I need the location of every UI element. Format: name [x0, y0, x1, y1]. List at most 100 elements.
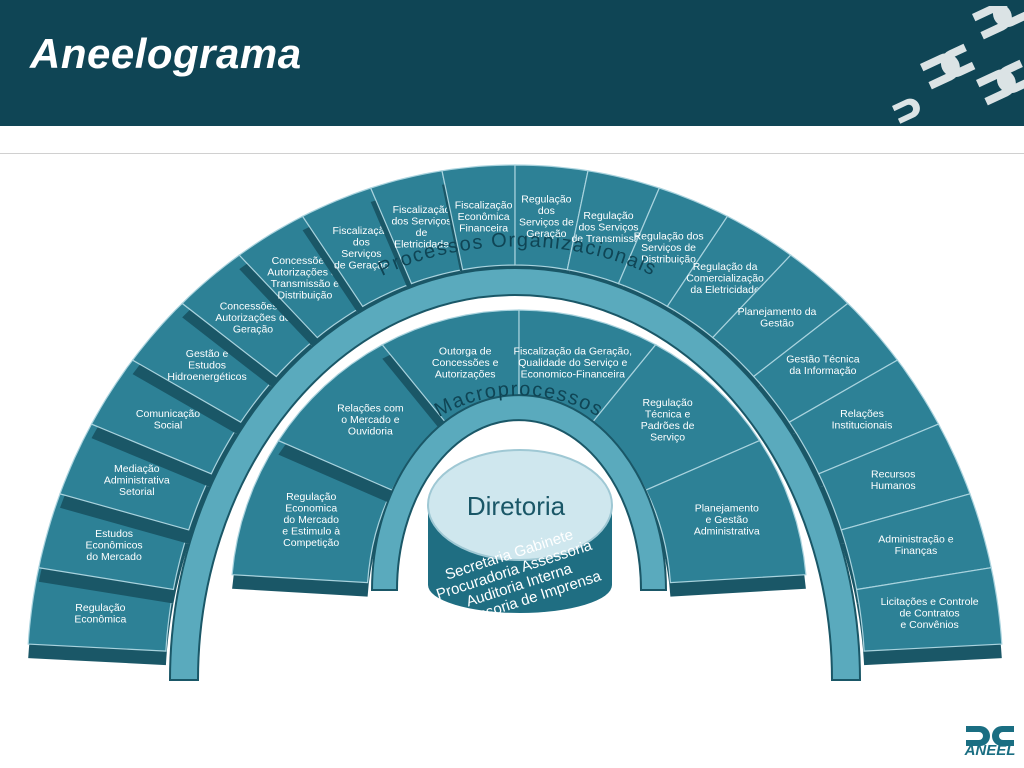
outer-segment-8-label: Serviços: [341, 248, 381, 260]
outer-segment-6-label: Concessões e: [220, 300, 287, 312]
outer-segment-5-label: Estudos: [188, 359, 226, 371]
outer-segment-13-label: Serviços de: [641, 242, 696, 254]
header-divider: [0, 153, 1024, 154]
outer-segment-18-label: Humanos: [871, 480, 916, 492]
outer-segment-4-label: Social: [154, 420, 183, 432]
outer-segment-15-label: Planejamento da: [738, 306, 817, 318]
middle-segment-3-label: Outorga de: [439, 346, 492, 358]
outer-segment-1-label: Econômica: [74, 613, 126, 625]
middle-segment-4-label: Economico-Financeira: [521, 369, 626, 381]
outer-segment-8-label: dos: [353, 236, 370, 248]
middle-segment-1-label: Regulação: [286, 491, 336, 503]
middle-segment-6-label: e Gestão: [705, 514, 748, 526]
outer-segment-7-label: Autorizações de: [267, 267, 342, 279]
middle-segment-5-label: Regulação: [642, 397, 692, 409]
middle-segment-6-label: Planejamento: [695, 503, 759, 515]
outer-band: [168, 267, 862, 681]
outer-segment-5-label: Hidroenergéticos: [167, 371, 246, 383]
outer-segment-2-label: Estudos: [95, 528, 133, 540]
outer-segment-11-label: Regulação: [521, 194, 571, 206]
outer-segment-3-label: Setorial: [119, 486, 155, 498]
middle-segment-1-label: Competição: [283, 537, 339, 549]
outer-segment-12-label: Regulação: [583, 210, 633, 222]
outer-segment-9-label: Eletricidade: [394, 239, 449, 251]
aneel-logo-text: ANEEL: [964, 742, 1016, 759]
outer-segment-2-label: Econômicos: [85, 540, 142, 552]
outer-segment-7-label: Transmissão e: [271, 278, 340, 290]
slide-header: Aneelograma: [0, 0, 1024, 126]
outer-segment-8-label: de Geração: [334, 259, 389, 271]
middle-segment-1-label: e Estimulo à: [282, 526, 340, 538]
aneel-logo-pattern-icon: [892, 6, 1024, 124]
middle-segment-6-label: Administrativa: [694, 526, 760, 538]
middle-segment-2-label: o Mercado e: [341, 414, 400, 426]
outer-segment-17-label: Relações: [840, 408, 884, 420]
middle-segment-1-label: Economica: [285, 503, 337, 515]
outer-segment-9-label: dos Serviços: [391, 216, 451, 228]
outer-segment-16-label: da Informação: [789, 365, 856, 377]
outer-segment-7-label: Distribuição: [277, 290, 332, 302]
middle-segment-2-label: Relações com: [337, 403, 404, 415]
outer-segment-20-label: de Contratos: [900, 608, 960, 620]
outer-segment-14-label: Regulação da: [693, 261, 758, 273]
outer-segment-10-label: Financeira: [459, 223, 508, 235]
middle-segment-4-label: Fiscalização da Geração,: [514, 346, 632, 358]
middle-segment-5-label: Padrões de: [641, 420, 695, 432]
middle-band: [370, 394, 668, 591]
outer-segment-8-label: Fiscalização: [333, 225, 391, 237]
middle-segment-3-label: Autorizações: [435, 369, 496, 381]
middle-segment-2-label: Ouvidoria: [348, 426, 393, 438]
outer-segment-13-label: Distribuição: [641, 254, 696, 266]
outer-segment-14-label: da Eletricidade: [690, 284, 760, 296]
middle-segment-3-label: Concessões e: [432, 357, 499, 369]
core-cylinder: Diretoria Secretaria Gabinete Procurador…: [427, 449, 613, 633]
outer-segment-3-label: Mediação: [114, 463, 160, 475]
outer-segment-10-label: Fiscalização: [455, 200, 513, 212]
outer-segment-2-label: do Mercado: [86, 551, 142, 563]
outer-segment-12-label: de Transmissão: [571, 233, 645, 245]
outer-segment-17-label: Institucionais: [832, 420, 893, 432]
middle-segment-1-label: do Mercado: [283, 514, 339, 526]
outer-segment-12-label: dos Serviços: [578, 221, 638, 233]
slide-title: Aneelograma: [30, 30, 302, 77]
outer-segment-11-label: Geração: [526, 228, 566, 240]
outer-segment-10-label: Econômica: [458, 211, 510, 223]
outer-segment-9-label: de: [416, 227, 428, 239]
outer-segment-6-label: Geração: [233, 323, 273, 335]
outer-segment-14-label: Comercialização: [686, 272, 764, 284]
outer-segment-19-label: Finanças: [895, 545, 938, 557]
outer-segment-16-label: Gestão Técnica: [786, 354, 860, 366]
outer-segment-11-label: dos: [538, 205, 555, 217]
outer-segment-20-label: e Convênios: [900, 619, 958, 631]
middle-segment-5-label: Técnica e: [645, 408, 691, 420]
outer-segment-6-label: Autorizações de: [215, 312, 290, 324]
outer-segment-18-label: Recursos: [871, 469, 915, 481]
outer-segment-20-label: Licitações e Controle: [881, 596, 979, 608]
outer-segment-5-label: Gestão e: [186, 348, 229, 360]
outer-segment-19-label: Administração e: [878, 534, 953, 546]
outer-segment-4-label: Comunicação: [136, 408, 200, 420]
core-title: Diretoria: [467, 491, 566, 521]
outer-segment-15-label: Gestão: [760, 318, 794, 330]
outer-segment-9-label: Fiscalização: [393, 204, 451, 216]
middle-segment-5-label: Serviço: [650, 431, 685, 443]
middle-segment-4-label: Qualidade do Serviço e: [518, 357, 627, 369]
outer-segment-13-label: Regulação dos: [634, 231, 704, 243]
